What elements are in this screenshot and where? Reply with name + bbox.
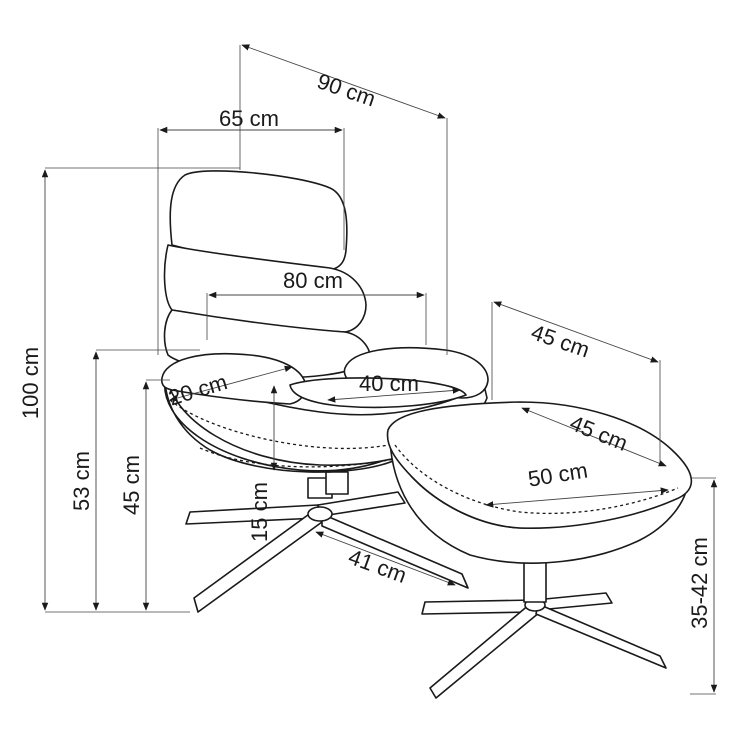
label-chair-depth: 90 cm	[314, 68, 379, 111]
dim-line-ottoman-width	[485, 487, 669, 508]
label-ottoman-depth: 45 cm	[528, 319, 593, 362]
label-chair-width: 65 cm	[219, 106, 279, 131]
label-backrest-width: 80 cm	[283, 268, 343, 293]
dim-line-ottoman-depth	[493, 301, 659, 363]
ottoman-base	[421, 559, 667, 699]
label-total-height: 100 cm	[18, 347, 43, 419]
dim-line-armrest-depth	[169, 365, 293, 402]
dim-line-base-radius	[315, 531, 456, 586]
chair-backrest	[163, 170, 371, 379]
dim-line-ottoman-seat-depth	[521, 407, 667, 467]
label-armrest-height: 53 cm	[69, 451, 94, 511]
label-seat-width: 40 cm	[359, 371, 419, 396]
dim-line-chair-depth	[241, 44, 446, 119]
dim-line-seat-width	[327, 387, 461, 403]
dimension-lines	[41, 44, 718, 695]
label-ottoman-height: 35-42 cm	[687, 537, 712, 629]
label-seat-height: 45 cm	[119, 455, 144, 515]
ottoman	[386, 401, 693, 699]
label-seat-thickness: 15 cm	[247, 482, 272, 542]
